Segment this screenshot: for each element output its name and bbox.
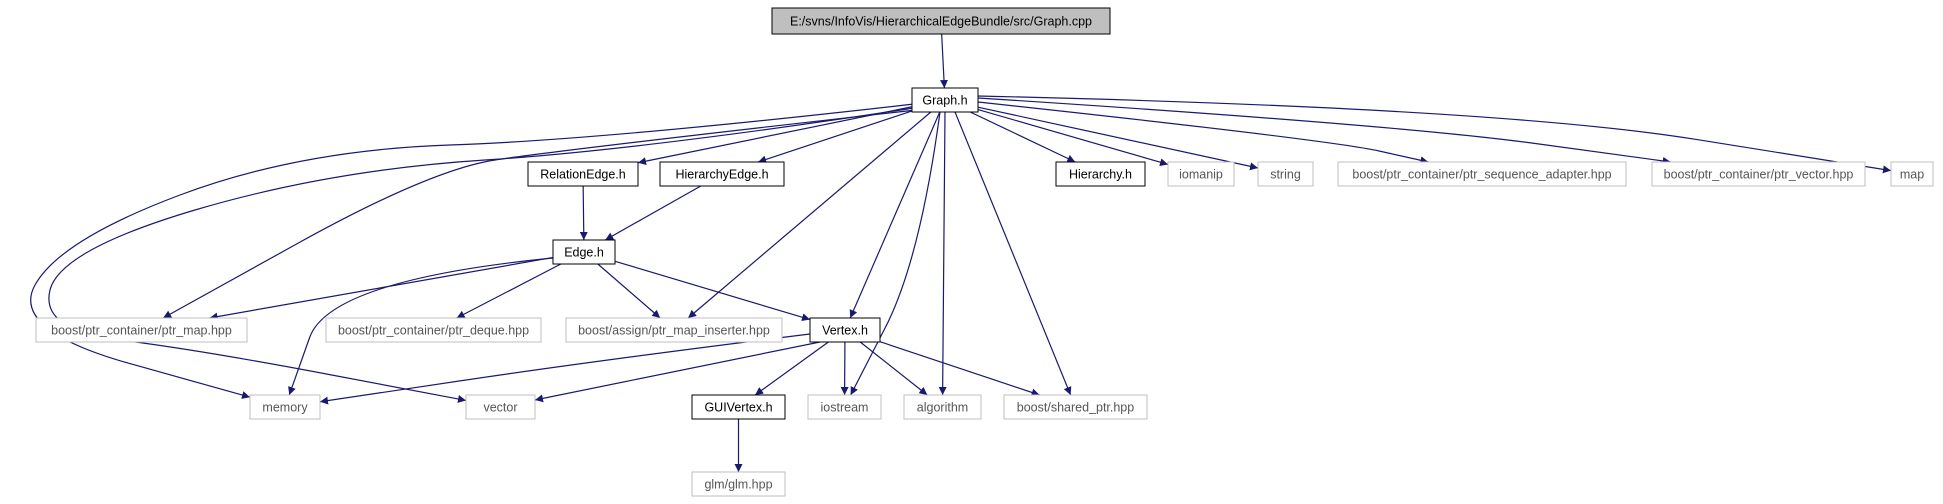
edge-graph-cpp-to-graph-h: [939, 33, 948, 89]
node-label: HierarchyEdge.h: [675, 168, 768, 182]
edge-edge-h-to-ptr-map-inserter: [597, 263, 661, 319]
node-box: [1003, 394, 1148, 420]
node-layer: E:/svns/InfoVis/HierarchicalEdgeBundle/s…: [35, 7, 1934, 497]
node-box: [527, 161, 639, 187]
edge-edge-h-to-ptr-deque: [456, 263, 562, 319]
edge-graph-h-to-iostream: [850, 111, 941, 396]
edge-graph-h-to-vertex-h: [849, 111, 941, 319]
node-ptr-map-inserter: boost/assign/ptr_map_inserter.hpp: [565, 317, 783, 343]
node-label: GUIVertex.h: [704, 401, 772, 415]
node-graph-h[interactable]: Graph.h: [911, 87, 979, 113]
node-graph-cpp[interactable]: E:/svns/InfoVis/HierarchicalEdgeBundle/s…: [771, 7, 1111, 35]
node-edge-h[interactable]: Edge.h: [552, 239, 616, 265]
edge-graph-h-to-hierarchy-h: [969, 111, 1076, 163]
edge-vertex-h-to-algorithm: [859, 341, 928, 396]
node-label: boost/ptr_container/ptr_map.hpp: [51, 324, 232, 338]
node-label: memory: [262, 401, 308, 415]
edge-edge-h-to-ptr-map: [209, 256, 554, 321]
edge-graph-h-to-hierarchyedge-h: [757, 110, 913, 164]
edge-graph-h-to-algorithm: [938, 111, 947, 396]
node-shared-ptr: boost/shared_ptr.hpp: [1003, 394, 1148, 420]
edge-graph-h-to-ptr-map: [162, 109, 917, 319]
node-box: [1055, 161, 1146, 187]
node-vertex-h[interactable]: Vertex.h: [809, 317, 881, 343]
node-box: [771, 7, 1111, 35]
node-iostream: iostream: [807, 394, 882, 420]
edge-vertex-h-to-vector: [534, 341, 821, 403]
node-box: [1167, 161, 1235, 187]
node-label: E:/svns/InfoVis/HierarchicalEdgeBundle/s…: [790, 15, 1092, 29]
node-label: vector: [483, 401, 517, 415]
node-label: boost/assign/ptr_map_inserter.hpp: [578, 324, 770, 338]
node-box: [691, 471, 786, 497]
node-memory: memory: [249, 394, 321, 420]
edge-graph-h-to-shared-ptr: [954, 111, 1072, 396]
node-box: [465, 394, 536, 420]
node-box: [35, 317, 248, 343]
edge-graph-h-to-map: [977, 95, 1892, 174]
node-box: [809, 317, 881, 343]
node-box: [1337, 161, 1627, 187]
node-label: algorithm: [917, 401, 968, 415]
edge-graph-h-to-ptr-seq: [977, 101, 1429, 165]
node-label: Hierarchy.h: [1069, 168, 1132, 182]
edge-graph-h-to-iomanip: [977, 108, 1169, 167]
node-label: boost/ptr_container/ptr_vector.hpp: [1664, 168, 1854, 182]
node-ptr-deque: boost/ptr_container/ptr_deque.hpp: [325, 317, 542, 343]
edge-graph-h-to-vector: [48, 107, 915, 403]
node-vector: vector: [465, 394, 536, 420]
node-box: [249, 394, 321, 420]
node-guivertex-h[interactable]: GUIVertex.h: [691, 394, 786, 420]
node-label: Graph.h: [922, 94, 967, 108]
node-label: map: [1900, 168, 1924, 182]
node-label: RelationEdge.h: [540, 168, 626, 182]
edge-edge-h-to-vertex-h: [614, 260, 811, 322]
node-box: [1651, 161, 1866, 187]
node-ptr-vector: boost/ptr_container/ptr_vector.hpp: [1651, 161, 1866, 187]
edge-vertex-h-to-shared-ptr: [879, 341, 1040, 397]
node-box: [659, 161, 785, 187]
node-box: [807, 394, 882, 420]
node-iomanip: iomanip: [1167, 161, 1235, 187]
edge-relationedge-h-to-edge-h: [579, 185, 588, 241]
edge-graph-h-to-memory: [30, 103, 915, 399]
node-glm: glm/glm.hpp: [691, 471, 786, 497]
edge-graph-h-to-ptr-vector: [977, 97, 1671, 165]
node-label: boost/ptr_container/ptr_sequence_adapter…: [1352, 168, 1611, 182]
node-hierarchy-h[interactable]: Hierarchy.h: [1055, 161, 1146, 187]
edge-edge-h-to-memory: [288, 257, 554, 396]
node-label: Edge.h: [564, 246, 604, 260]
node-label: Vertex.h: [822, 324, 868, 338]
node-map: map: [1890, 161, 1934, 187]
node-box: [1890, 161, 1934, 187]
node-label: iostream: [821, 401, 869, 415]
node-box: [691, 394, 786, 420]
node-algorithm: algorithm: [903, 394, 982, 420]
node-relationedge-h[interactable]: RelationEdge.h: [527, 161, 639, 187]
edge-vertex-h-to-memory: [319, 333, 811, 405]
node-box: [903, 394, 982, 420]
node-label: glm/glm.hpp: [704, 478, 772, 492]
edge-vertex-h-to-guivertex-h: [754, 341, 829, 396]
node-ptr-map: boost/ptr_container/ptr_map.hpp: [35, 317, 248, 343]
node-box: [565, 317, 783, 343]
node-box: [325, 317, 542, 343]
edge-graph-h-to-string: [977, 106, 1259, 171]
node-string: string: [1257, 161, 1314, 187]
node-label: string: [1270, 168, 1301, 182]
node-hierarchyedge-h[interactable]: HierarchyEdge.h: [659, 161, 785, 187]
node-box: [911, 87, 979, 113]
node-label: iomanip: [1179, 168, 1223, 182]
edge-layer: [30, 33, 1892, 472]
node-label: boost/shared_ptr.hpp: [1017, 401, 1134, 415]
node-label: boost/ptr_container/ptr_deque.hpp: [338, 324, 529, 338]
node-ptr-seq: boost/ptr_container/ptr_sequence_adapter…: [1337, 161, 1627, 187]
node-box: [552, 239, 616, 265]
node-box: [1257, 161, 1314, 187]
edge-graph-h-to-ptr-map-inserter: [687, 111, 932, 319]
edge-hierarchyedge-h-to-edge-h: [604, 185, 702, 241]
